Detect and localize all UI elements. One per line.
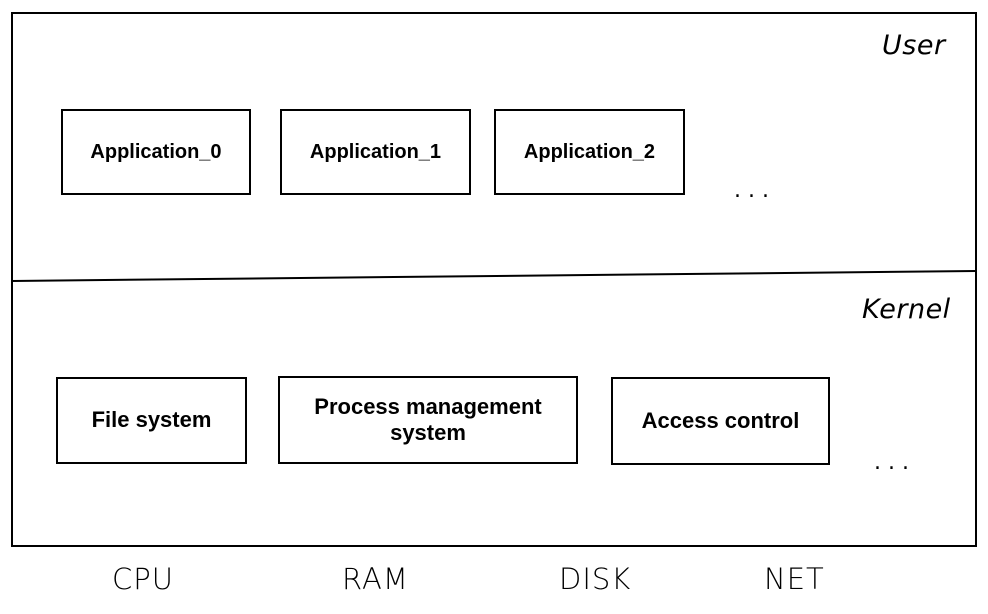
application-2-box: Application_2 (494, 109, 685, 195)
process-management-label: Process management system (314, 393, 542, 445)
hardware-cpu-label: CPU (112, 562, 174, 596)
application-1-box: Application_1 (280, 109, 471, 195)
kernel-layer-label: Kernel (862, 294, 951, 325)
application-0-label: Application_0 (90, 140, 222, 163)
more-applications-ellipsis: ... (734, 178, 776, 203)
hardware-ram-label: RAM (342, 562, 409, 596)
access-control-label: Access control (641, 407, 800, 433)
hardware-disk-label: DISK (559, 562, 632, 596)
file-system-label: File system (91, 407, 212, 433)
application-0-box: Application_0 (61, 109, 251, 195)
file-system-box: File system (56, 377, 247, 464)
more-modules-ellipsis: ... (874, 450, 916, 475)
application-2-label: Application_2 (523, 140, 656, 163)
os-architecture-frame (11, 12, 977, 547)
access-control-box: Access control (611, 377, 830, 465)
hardware-net-label: NET (764, 562, 825, 596)
user-layer-label: User (882, 30, 946, 61)
process-management-box: Process management system (278, 376, 578, 464)
application-1-label: Application_1 (309, 140, 442, 163)
